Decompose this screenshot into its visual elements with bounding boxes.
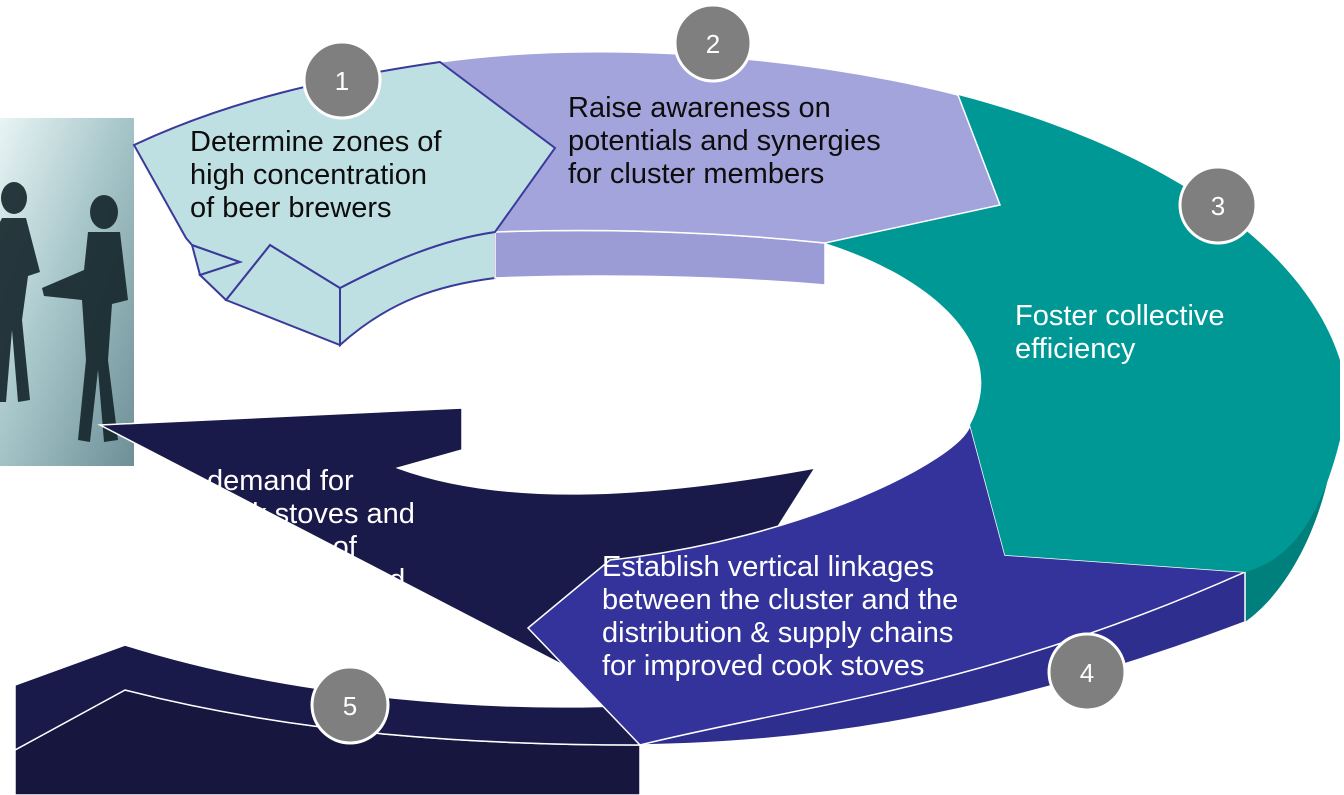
step2-number: 2 — [706, 29, 720, 59]
step3-badge: 3 — [1178, 165, 1258, 245]
step4-badge: 4 — [1047, 632, 1127, 712]
step4-label: Establish vertical linkages between the … — [602, 551, 959, 682]
people-holding-hands-icon — [0, 118, 134, 466]
step2-label: Raise awareness on potentials and synerg… — [568, 92, 881, 190]
step4-top — [526, 422, 1246, 746]
step5-number: 5 — [343, 691, 357, 721]
step1-number: 1 — [335, 66, 349, 96]
step1-label: Determine zones of high concentration of… — [190, 126, 442, 224]
step3-label: Foster collective efficiency — [1015, 300, 1225, 365]
step2-badge: 2 — [673, 3, 753, 83]
step2-top — [438, 51, 1002, 244]
step5-label: Generate demand for improved cook stoves… — [78, 465, 415, 629]
step5-badge: 5 — [310, 665, 390, 745]
step4-number: 4 — [1080, 658, 1094, 688]
step1-badge: 1 — [302, 40, 382, 120]
step3-number: 3 — [1211, 191, 1225, 221]
step1-top — [132, 60, 557, 302]
